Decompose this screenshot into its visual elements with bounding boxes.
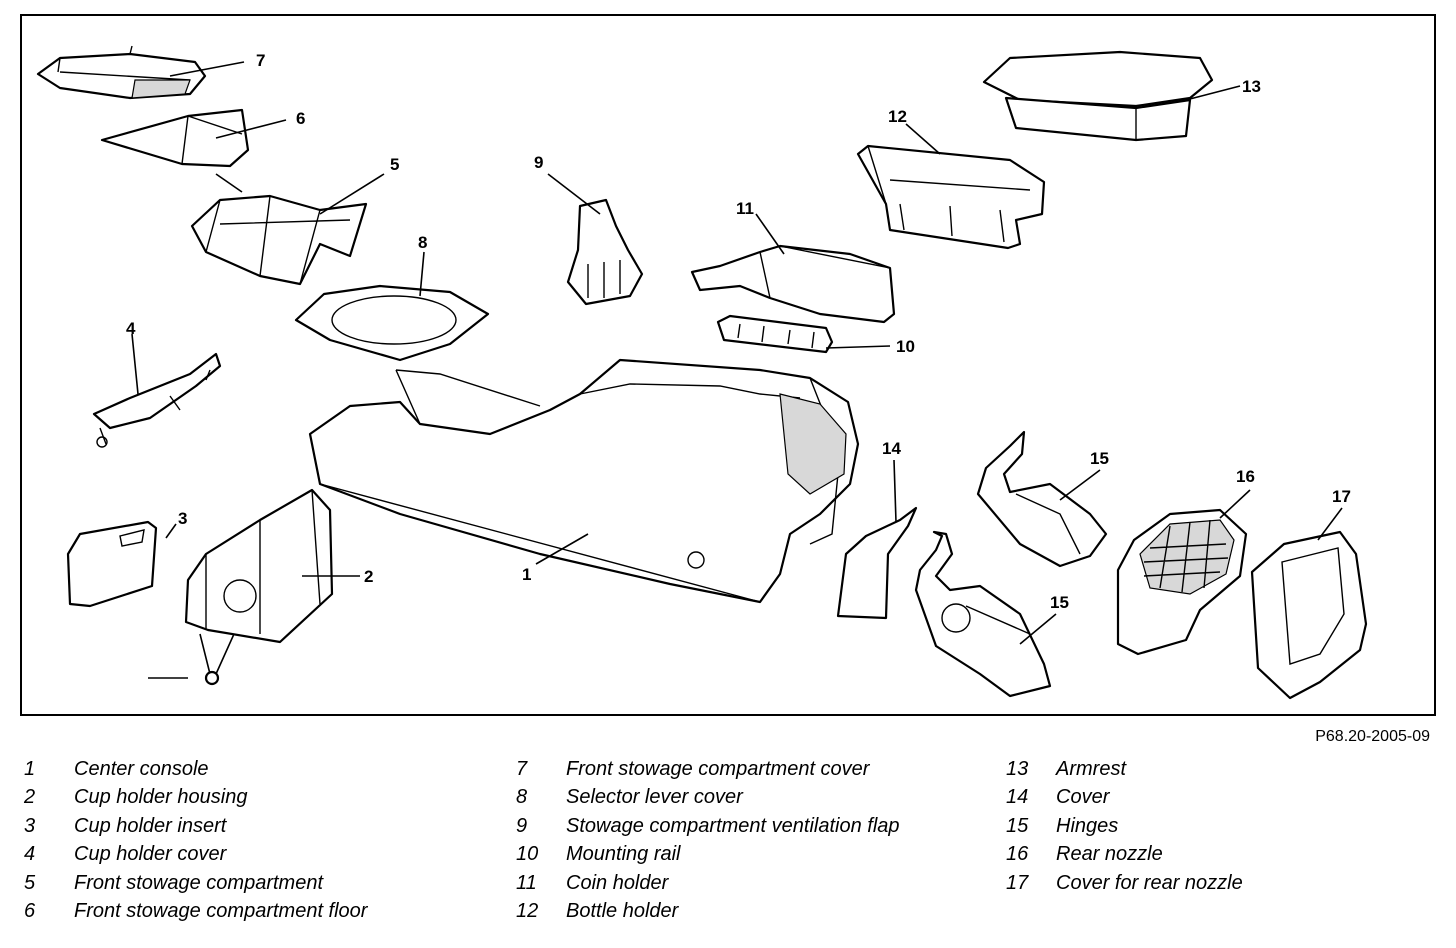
legend-item: 8 Selector lever cover	[516, 786, 900, 814]
legend-label: Mounting rail	[566, 843, 681, 866]
legend-item: 11 Coin holder	[516, 872, 900, 900]
legend-item: 16 Rear nozzle	[1006, 843, 1243, 871]
legend-number: 14	[1006, 786, 1029, 809]
legend-item: 9 Stowage compartment ventilation flap	[516, 815, 900, 843]
exploded-parts-diagram: 7 6 5 8 4 3 2 1 9 11 10 12 13 14 15 15 1…	[36, 45, 1368, 700]
legend-number: 13	[1006, 758, 1029, 780]
legend-item: 13 Armrest	[1006, 758, 1243, 786]
callout-15-lower: 15	[1050, 593, 1069, 612]
legend-label: Selector lever cover	[566, 786, 743, 809]
legend-number: 9	[516, 814, 528, 837]
legend-label: Cover for rear nozzle	[1056, 871, 1243, 894]
callout-15-upper: 15	[1090, 449, 1109, 468]
part-15-lower-drawing	[914, 530, 1052, 698]
legend-item: 12 Bottle holder	[516, 900, 900, 928]
legend-label: Coin holder	[566, 871, 669, 894]
legend-label: Front stowage compartment	[74, 871, 323, 894]
legend-number: 2	[24, 786, 36, 809]
legend-column-3: 13 Armrest 14 Cover 15 Hinges 16 Rear nozzle…	[1006, 758, 1243, 900]
legend-number: 17	[1006, 871, 1029, 894]
legend-item: 4 Cup holder cover	[24, 843, 367, 871]
legend-number: 11	[516, 871, 537, 894]
legend-item: 15 Hinges	[1006, 815, 1243, 843]
legend-label: Cup holder insert	[74, 814, 227, 837]
legend-number: 10	[516, 843, 539, 866]
part-10-drawing	[716, 314, 834, 354]
callout-6: 6	[296, 109, 305, 128]
part-6-drawing	[100, 108, 250, 168]
callout-14: 14	[882, 439, 901, 458]
legend-item: 17 Cover for rear nozzle	[1006, 872, 1243, 900]
legend-item: 14 Cover	[1006, 786, 1243, 814]
callout-16: 16	[1236, 467, 1255, 486]
callout-5: 5	[390, 155, 399, 174]
legend-number: 12	[516, 899, 539, 922]
callout-17: 17	[1332, 487, 1351, 506]
part-4-drawing	[92, 352, 222, 448]
callout-2: 2	[364, 567, 373, 586]
legend-item: 1 Center console	[24, 758, 367, 786]
legend-item: 3 Cup holder insert	[24, 815, 367, 843]
callout-12: 12	[888, 107, 907, 126]
callout-8: 8	[418, 233, 427, 252]
legend-label: Cup holder housing	[74, 786, 248, 809]
part-16-drawing	[1116, 508, 1248, 656]
legend-number: 4	[24, 843, 36, 866]
part-8-drawing	[294, 284, 490, 362]
legend-label: Front stowage compartment cover	[566, 758, 870, 780]
part-14-drawing	[836, 506, 918, 620]
legend-item: 5 Front stowage compartment	[24, 872, 367, 900]
callout-9: 9	[534, 153, 543, 172]
part-7-drawing	[36, 45, 207, 100]
part-1-drawing	[308, 358, 860, 604]
leader-lines	[131, 61, 1343, 645]
legend-number: 15	[1006, 814, 1029, 837]
legend-number: 7	[516, 758, 528, 780]
callout-1: 1	[522, 565, 531, 584]
legend-label: Front stowage compartment floor	[74, 899, 368, 922]
part-17-drawing	[1250, 530, 1368, 700]
legend-label: Center console	[74, 758, 209, 780]
figure-reference-id: P68.20-2005-09	[1315, 728, 1430, 745]
part-2-drawing	[148, 488, 334, 686]
part-3-drawing	[66, 520, 158, 608]
callout-7: 7	[256, 51, 265, 70]
callout-10: 10	[896, 337, 915, 356]
callout-11: 11	[736, 199, 754, 218]
part-12-drawing	[856, 144, 1046, 250]
diagram-frame	[20, 14, 1436, 716]
legend-number: 16	[1006, 843, 1029, 866]
part-11-drawing	[690, 244, 896, 324]
legend-label: Bottle holder	[566, 899, 679, 922]
legend-number: 6	[24, 899, 36, 922]
callout-3: 3	[178, 509, 187, 528]
legend-number: 1	[24, 758, 36, 780]
legend-label: Cover	[1056, 786, 1110, 809]
callout-4: 4	[126, 319, 136, 338]
legend-item: 6 Front stowage compartment floor	[24, 900, 367, 928]
legend-number: 5	[24, 871, 36, 894]
legend-label: Cup holder cover	[74, 843, 227, 866]
part-15-upper-drawing	[976, 430, 1108, 568]
legend-label: Armrest	[1056, 758, 1126, 780]
part-5-drawing	[190, 173, 368, 286]
legend-label: Stowage compartment ventilation flap	[566, 814, 900, 837]
legend-item: 2 Cup holder housing	[24, 786, 367, 814]
callout-13: 13	[1242, 77, 1261, 96]
legend-item: 10 Mounting rail	[516, 843, 900, 871]
part-9-drawing	[566, 198, 644, 306]
legend-item: 7 Front stowage compartment cover	[516, 758, 900, 786]
legend-label: Rear nozzle	[1056, 843, 1163, 866]
legend-column-2: 7 Front stowage compartment cover 8 Select…	[516, 758, 900, 928]
part-13-drawing	[982, 50, 1214, 142]
legend-number: 8	[516, 786, 528, 809]
callout-labels: 7 6 5 8 4 3 2 1 9 11 10 12 13 14 15 15 1…	[126, 51, 1351, 612]
legend-label: Hinges	[1056, 814, 1119, 837]
legend-number: 3	[24, 814, 36, 837]
